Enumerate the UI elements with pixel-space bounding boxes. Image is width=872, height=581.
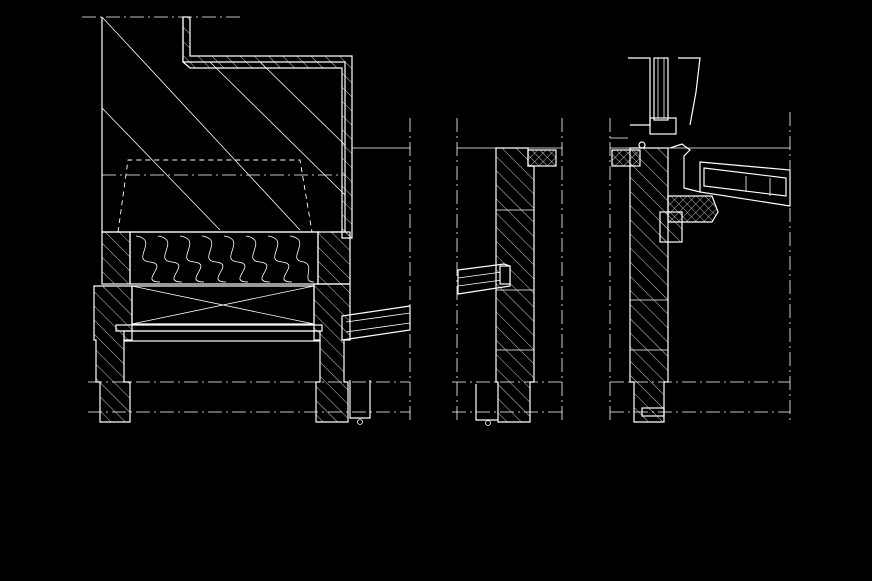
fixing-point [357,419,363,425]
head-frame-left [93,285,133,423]
head-glass-pane [341,305,411,341]
jamb-drip [475,384,498,421]
head-section [82,16,411,425]
sill-post [629,147,669,423]
sill-board-inner [703,167,787,197]
cladding-layer [182,16,353,239]
sill-support [659,211,683,243]
jamb-glazing-bead [499,265,511,285]
upper-glass [653,57,669,121]
glass-line-1 [345,312,411,323]
insulation-icon [135,235,315,283]
drip-profile [349,380,371,419]
head-frame-right [313,283,351,423]
cross-2 [131,285,315,325]
head-sill-strip [123,330,321,342]
glass-line-2 [345,322,411,333]
sill-board [699,161,791,207]
upper-frame-outline [628,57,651,126]
upper-frame-right [678,57,701,126]
diag-3 [209,61,346,196]
grid-lines [409,112,791,420]
sill-section [610,57,791,423]
lintel-step [182,17,346,233]
hidden-frame [117,159,313,233]
sill-fixing [638,141,646,149]
diag-2 [101,107,221,231]
jamb-post [495,147,535,423]
jamb-top-cap [527,149,557,167]
diag-1 [101,16,301,231]
insulation-band [129,231,319,285]
sash-bottom [649,117,677,135]
insulation-right-block [317,231,351,285]
flashing-profile [669,143,701,193]
lintel-outline [101,17,320,233]
diag-4 [259,61,346,146]
jamb-section [452,147,562,426]
head-glazing-bead [115,324,323,332]
window-head-box [131,285,315,325]
insulation-left-block [101,231,131,285]
